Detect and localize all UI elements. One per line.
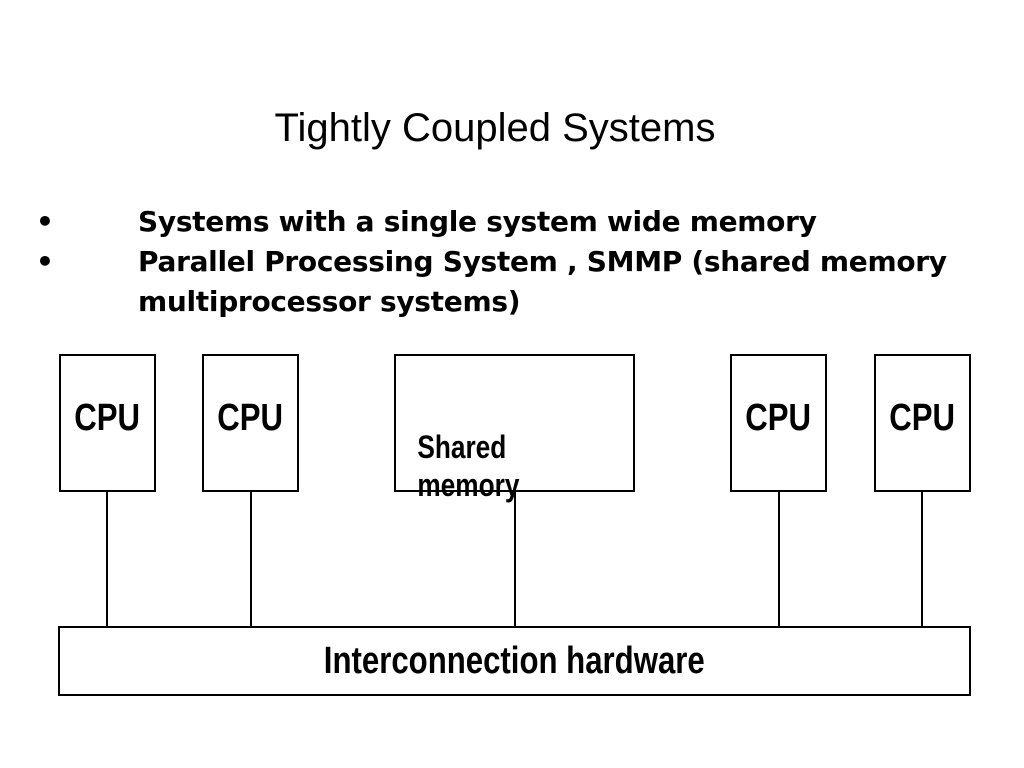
cpu-box-1: CPU	[59, 354, 156, 492]
cpu-box-4: CPU	[874, 354, 971, 492]
slide-title: Tightly Coupled Systems	[274, 106, 716, 150]
cpu-label: CPU	[217, 397, 284, 439]
interconnection-hardware-label: Interconnection hardware	[324, 640, 705, 682]
bullet-list: • Systems with a single system wide memo…	[32, 202, 992, 322]
connector-line	[514, 491, 516, 627]
bullet-item: • Systems with a single system wide memo…	[32, 202, 992, 242]
cpu-box-3: CPU	[730, 354, 827, 492]
bullet-marker: •	[36, 205, 54, 238]
bullet-item: • Parallel Processing System , SMMP (sha…	[32, 242, 992, 322]
connector-line	[106, 491, 108, 627]
cpu-label: CPU	[74, 397, 141, 439]
connector-line	[778, 491, 780, 627]
shared-memory-box: Shared memory	[394, 354, 635, 503]
shared-memory-label: Shared memory	[417, 429, 520, 503]
cpu-label: CPU	[745, 397, 812, 439]
bullet-text: Systems with a single system wide memory	[138, 205, 817, 238]
connector-line	[250, 491, 252, 627]
interconnection-hardware-box: Interconnection hardware	[58, 626, 971, 696]
bullet-marker: •	[36, 245, 54, 278]
cpu-label: CPU	[889, 397, 956, 439]
bullet-text: Parallel Processing System , SMMP (share…	[138, 245, 947, 318]
connector-line	[921, 491, 923, 627]
cpu-box-2: CPU	[202, 354, 299, 492]
